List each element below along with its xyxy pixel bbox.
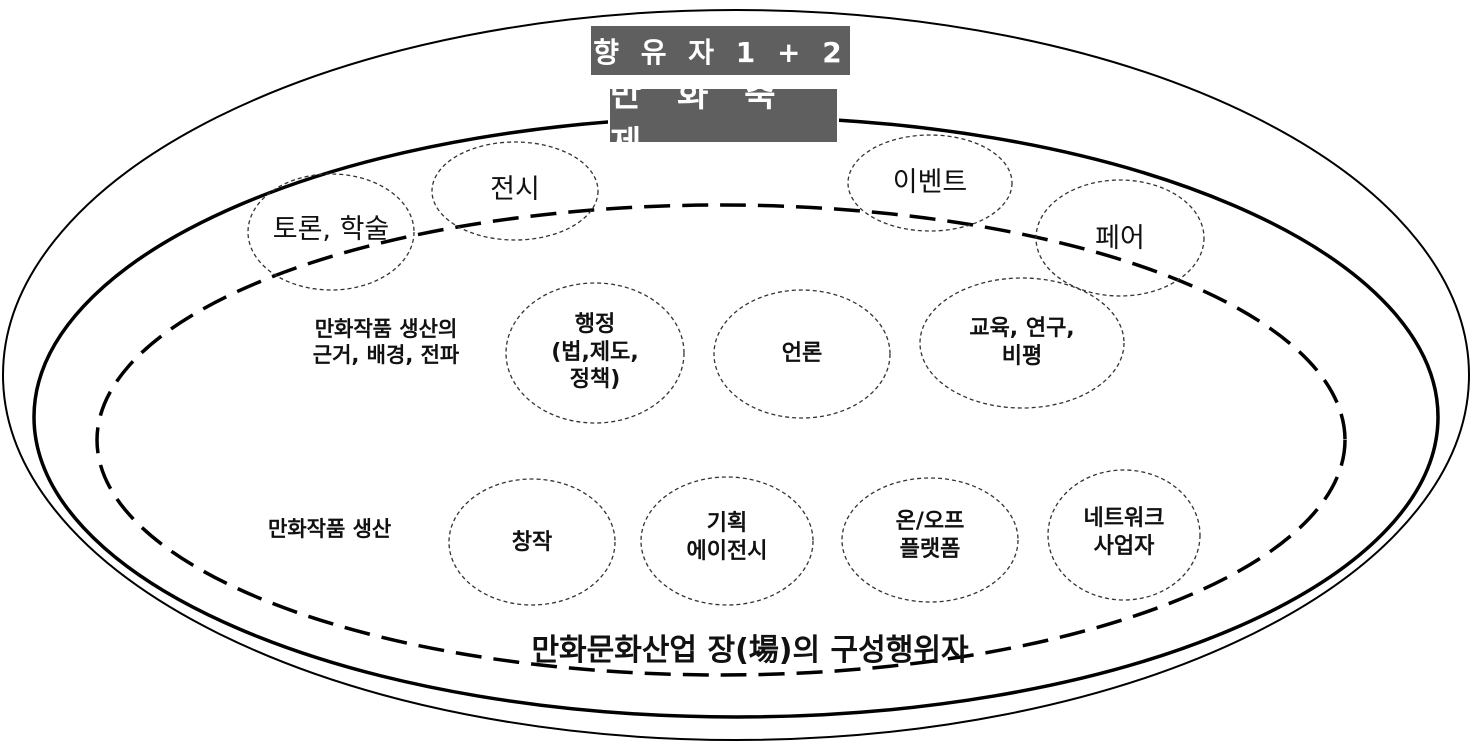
fair-label: 페어 [1095,223,1145,254]
platform-label: 온/오프 플랫폼 [895,509,965,562]
education-circle [919,277,1125,409]
network-circle [1047,469,1201,601]
debate-circle [247,173,415,291]
network-label: 네트워크 사업자 [1083,506,1165,559]
audience-title: 향 유 자 1 + 2 [593,35,848,69]
event-label: 이벤트 [892,167,968,198]
administration-circle [505,282,685,424]
festival-title-box: 만 화 축 제 [608,75,839,164]
exhibition-label: 전시 [490,174,540,205]
platform-circle [841,477,1019,603]
foundation-row-label: 만화작품 생산의 근거, 배경, 전파 [312,317,460,368]
debate-label: 토론, 학술 [272,214,390,245]
press-circle [713,289,891,419]
agency-label: 기획 에이전시 [686,511,768,564]
event-circle [847,134,1013,232]
audience-outer-ellipse [2,9,1470,741]
creation-circle [448,478,616,606]
agency-circle [640,476,814,606]
industry-field-ellipse [95,203,1347,677]
press-label: 언론 [781,341,823,366]
education-label: 교육, 연구, 비평 [969,316,1075,369]
fair-circle [1035,179,1205,297]
exhibition-circle [431,141,599,241]
administration-label: 행정 (법,제도, 정책) [551,312,639,392]
festival-title: 만 화 축 제 [610,74,788,164]
industry-field-title: 만화문화산업 장(場)의 구성행위자 [531,633,969,668]
audience-title-box: 향 유 자 1 + 2 [591,26,850,75]
creation-label: 창작 [511,530,553,555]
production-row-label: 만화작품 생산 [268,517,392,541]
